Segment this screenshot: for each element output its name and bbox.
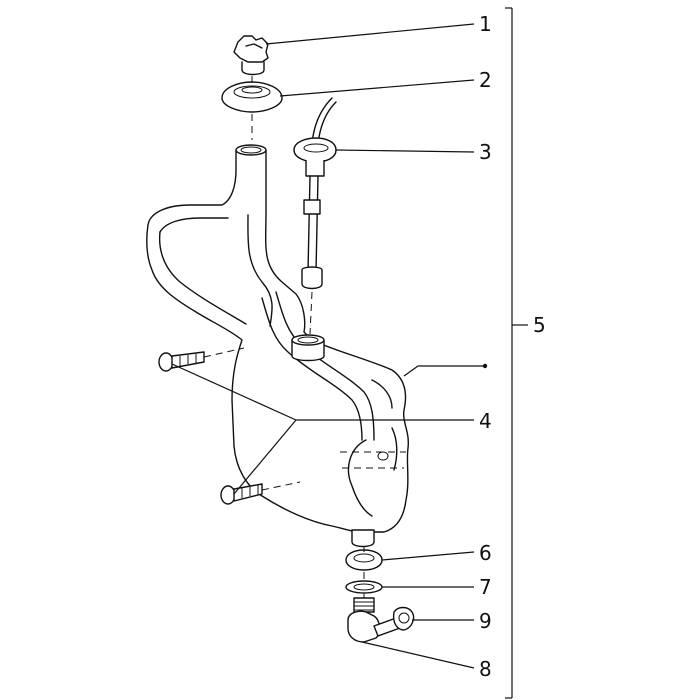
fuel-tap xyxy=(347,597,401,643)
callout-7: 7 xyxy=(479,575,492,599)
assembly-reference-dot xyxy=(482,363,488,369)
assembly-bracket xyxy=(505,7,528,699)
fuel-tank xyxy=(146,144,410,548)
outlet-seal-ring xyxy=(345,580,383,594)
callout-1: 1 xyxy=(479,12,492,36)
mounting-screw-lower xyxy=(220,483,263,505)
callout-numbers: 1 2 3 4 5 6 7 8 9 xyxy=(479,12,546,681)
callout-5: 5 xyxy=(533,313,546,337)
hose-clip xyxy=(392,606,415,631)
assembly-axis-lines xyxy=(203,76,365,598)
cap-gasket xyxy=(221,81,283,113)
outlet-washer xyxy=(345,549,383,571)
callout-6: 6 xyxy=(479,541,492,565)
leader-lines xyxy=(171,23,488,669)
callout-3: 3 xyxy=(479,140,492,164)
callout-4: 4 xyxy=(479,409,492,433)
callout-9: 9 xyxy=(479,609,492,633)
fuel-cap xyxy=(233,35,269,76)
fuel-gauge-sender xyxy=(293,97,337,290)
callout-8: 8 xyxy=(479,657,492,681)
callout-2: 2 xyxy=(479,68,492,92)
